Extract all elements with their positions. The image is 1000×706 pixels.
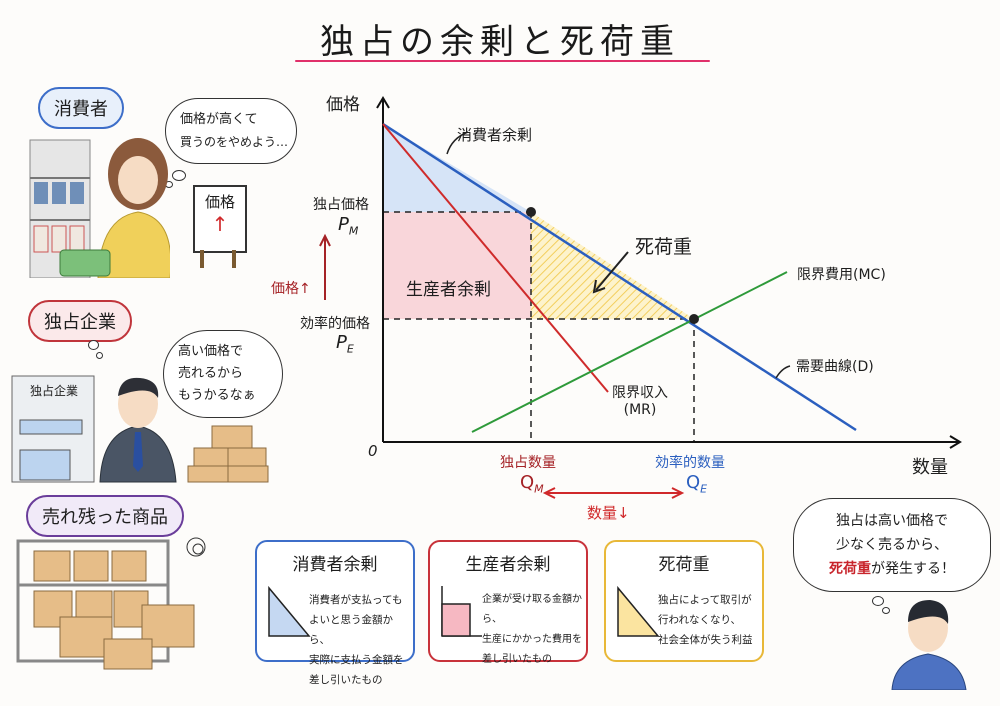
consumer-surplus-area (383, 124, 531, 212)
student-thought-bubble: 独占は高い価格で 少なく売るから、 死荷重が発生する！ (793, 498, 991, 592)
legend-title: 消費者余剰 (292, 555, 378, 575)
x-axis-label: 数量 (912, 457, 948, 478)
price-up-label: 価格↑ (271, 281, 311, 297)
firm-thought-line3: もうかるなぁ (178, 388, 256, 403)
thought-dot (872, 596, 884, 606)
thought-dot (88, 340, 99, 350)
demand-curve (382, 122, 857, 432)
unsold-goods-illustration (16, 537, 206, 670)
monopoly-firm-label: 独占企業 (28, 300, 132, 342)
page-title: 独占の余剰と死荷重 (320, 22, 680, 62)
monopoly-price-label: 独占価格 (313, 197, 369, 213)
student-illustration (891, 600, 967, 690)
pe-symbol: PE (336, 332, 354, 356)
marginal-cost-curve (471, 271, 788, 433)
legend-title: 生産者余剰 (465, 555, 551, 575)
origin-label: 0 (368, 442, 378, 460)
producer-surplus-area (383, 212, 531, 319)
efficient-quantity-label: 効率的数量 (655, 455, 725, 471)
consumer-thought-line2: 買うのをやめよう… (180, 135, 289, 149)
y-axis-label: 価格 (326, 95, 360, 115)
consumer-surplus-label: 消費者余剰 (457, 126, 533, 144)
firm-thought-line1: 高い価格で (178, 344, 244, 359)
legend-producer-surplus: 生産者余剰 企業が受け取る金額から、 生産にかかった費用を 差し引いたもの (428, 540, 588, 665)
y-axis-arrow-icon (376, 96, 390, 109)
legend-desc: 消費者が支払っても よいと思う金額から、 実際に支払う金額を 差し引いたもの (309, 594, 404, 686)
thought-dot (882, 607, 890, 614)
price-sign-text: 価格 (204, 193, 235, 211)
producer-surplus-label: 生産者余剰 (406, 280, 491, 300)
consumer-thought-line1: 価格が高くて (180, 112, 258, 127)
legend-desc: 企業が受け取る金額から、 生産にかかった費用を 差し引いたもの (482, 594, 582, 665)
firm-thought-bubble: 高い価格で 売れるから もうかるなぁ (163, 330, 283, 418)
legend-deadweight-loss: 死荷重 独占によって取引が 行われなくなり、 社会全体が失う利益 (604, 540, 764, 662)
building-sign: 独占企業 (30, 384, 79, 398)
efficient-price-label: 効率的価格 (300, 316, 370, 332)
legend-desc: 独占によって取引が 行われなくなり、 社会全体が失う利益 (658, 594, 753, 646)
sign-leg (232, 250, 236, 268)
deadweight-loss-area (531, 212, 694, 319)
qm-symbol: QM (520, 472, 544, 496)
legend-consumer-surplus: 消費者余剰 消費者が支払っても よいと思う金額から、 実際に支払う金額を 差し引… (255, 540, 415, 686)
cs-leader-line (446, 131, 469, 155)
monopoly-point (526, 207, 536, 217)
triangle-icon (617, 585, 660, 637)
thought-dot (96, 352, 103, 359)
pm-symbol: PM (338, 214, 359, 238)
firm-thought-line2: 売れるから (178, 366, 244, 381)
deadweight-highlight: 死荷重 (829, 561, 871, 577)
demand-leader-line (775, 365, 791, 379)
legend-title: 死荷重 (658, 555, 710, 575)
deadweight-loss-label: 死荷重 (635, 236, 693, 258)
marginal-revenue-curve (382, 123, 609, 393)
title-underline (295, 60, 710, 62)
rectangle-icon (441, 586, 482, 637)
efficient-point (689, 314, 699, 324)
firm-illustration (11, 375, 269, 483)
quantity-down-label: 数量↓ (587, 504, 630, 522)
mc-label: 限界費用(MC) (797, 267, 886, 283)
sign-leg (200, 250, 204, 268)
dwl-arrow-icon (595, 251, 629, 291)
price-sign: 価格 ↑ (193, 185, 247, 253)
qe-symbol: QE (686, 472, 708, 496)
consumer-label: 消費者 (38, 87, 124, 129)
arrow-up-icon: ↑ (211, 212, 229, 236)
triangle-icon (268, 585, 311, 637)
mr-label: 限界収入 (MR) (612, 385, 668, 418)
consumer-thought-bubble: 価格が高くて 買うのをやめよう… (165, 98, 297, 164)
x-axis-arrow-icon (949, 435, 962, 449)
thought-dot (172, 170, 186, 181)
unsold-goods-label: 売れ残った商品 (26, 495, 184, 537)
consumer-illustration (29, 138, 170, 278)
monopoly-quantity-label: 独占数量 (500, 455, 556, 471)
demand-label: 需要曲線(D) (796, 359, 874, 375)
